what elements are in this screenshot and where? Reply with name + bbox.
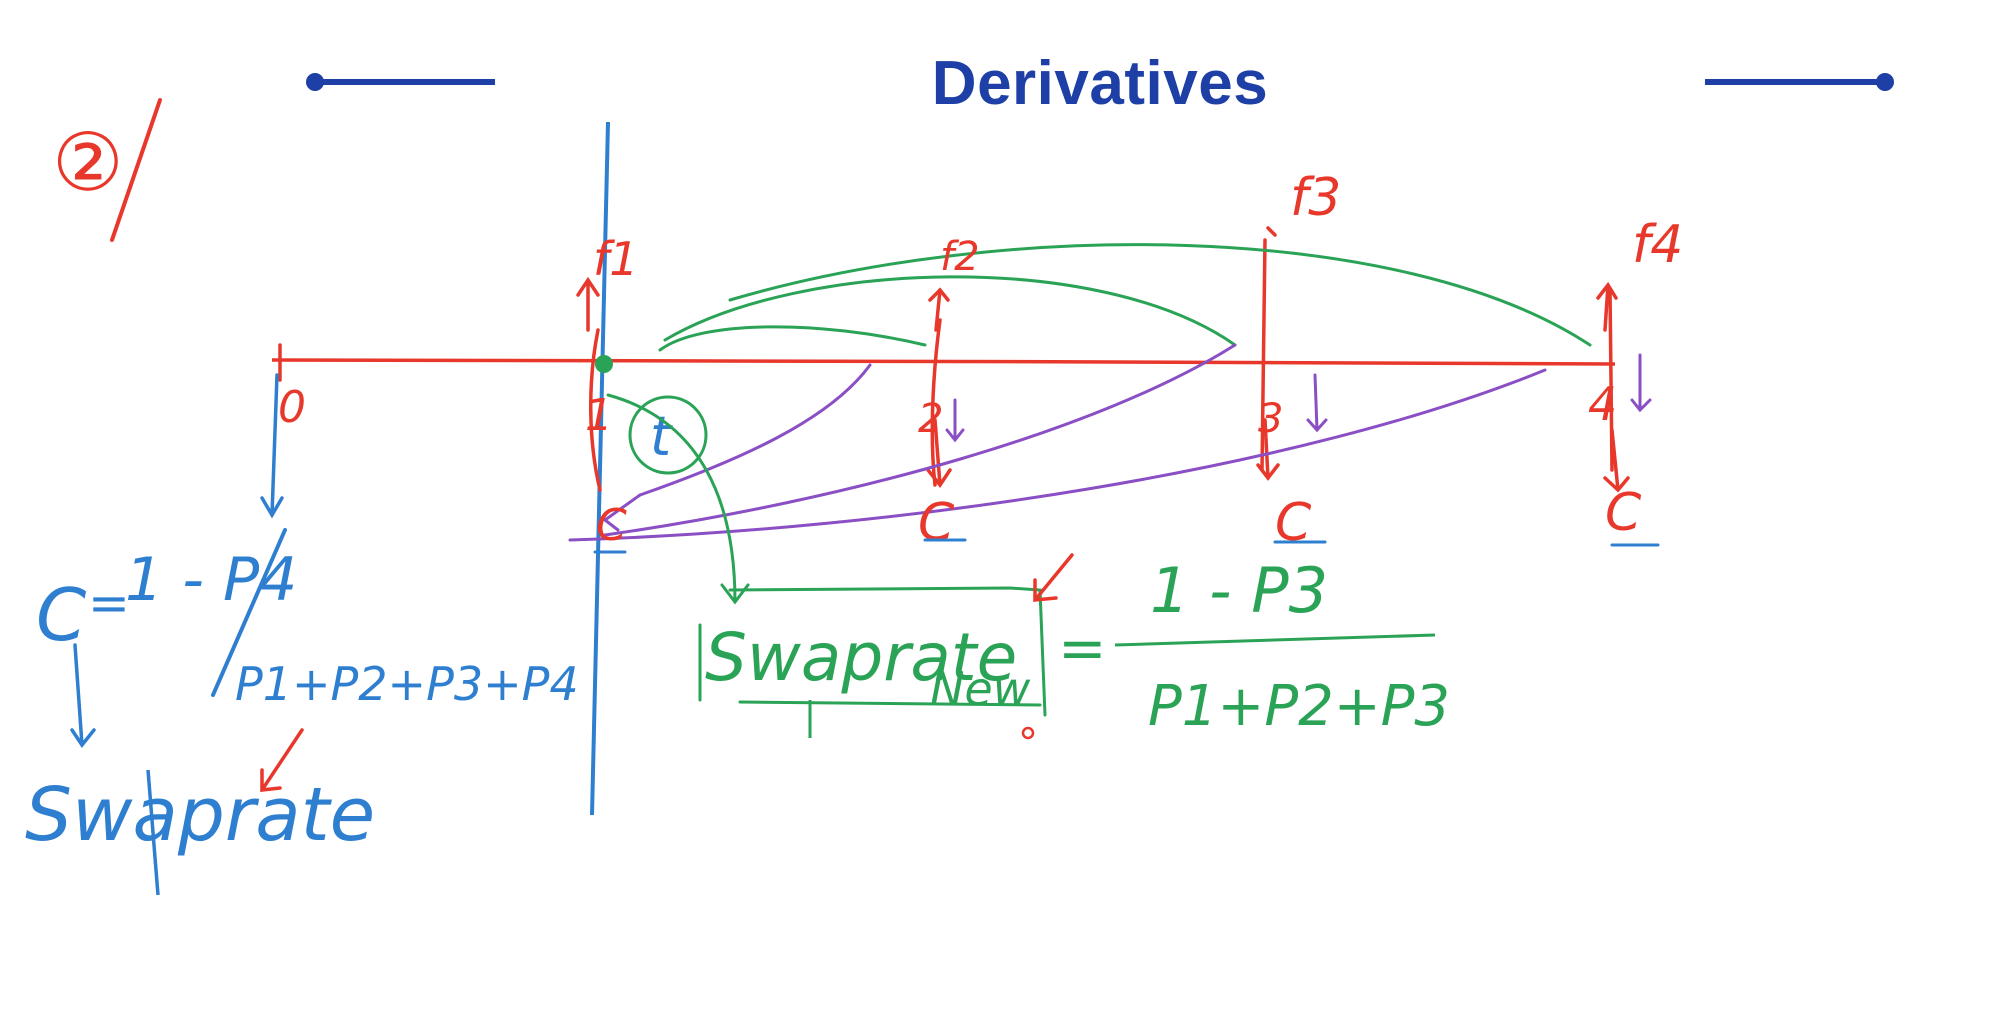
swap-rate-descender [146, 769, 160, 896]
coupon-formula-numerator: 1 - P4 [125, 545, 297, 615]
forward-label-f2: f2 [940, 234, 980, 280]
new-swap-formula: Swaprate New = 1 - P3 P1+P2+P3 [698, 553, 1450, 740]
purple-curves [568, 343, 1547, 542]
new-swap-fraction-bar [1114, 633, 1436, 647]
time-label-0: 0 [278, 382, 306, 433]
coupon-arrows [926, 418, 1630, 493]
problem-number: ② [52, 116, 124, 209]
coupon-formula-denominator: P1+P2+P3+P4 [235, 657, 579, 711]
coupon-formula-lhs: C [36, 573, 87, 657]
zero-down-arrow [260, 373, 284, 519]
time-label-4: 4 [1588, 377, 1617, 431]
new-swap-denominator: P1+P2+P3 [1148, 674, 1450, 739]
coupon-label-2: C [918, 493, 955, 553]
time-label-3: 3 [1258, 396, 1283, 442]
new-swap-equals: = [1058, 614, 1107, 682]
new-swap-red-arrow [1033, 553, 1074, 602]
coupon-formula-equals: = [88, 574, 130, 632]
purple-small-arrows [945, 353, 1652, 443]
forward-label-f3: f3 [1290, 168, 1341, 228]
title-decoration-right [1705, 73, 1894, 91]
coupon-to-swaprate-arrow [70, 643, 96, 748]
time-label-2: 2 [918, 396, 943, 442]
coupon-label-4: C [1605, 483, 1642, 543]
forward-label-f1: f1 [593, 232, 638, 286]
forward-label-f4: f4 [1632, 215, 1683, 275]
t-label: t [650, 405, 673, 468]
new-swap-numerator: 1 - P3 [1150, 554, 1328, 627]
forward-labels: f1 f2 f3 f4 [593, 168, 1683, 286]
coupon-formula: C = 1 - P4 P1+P2+P3+P4 [36, 545, 579, 711]
timeline [271, 358, 1616, 366]
new-swap-lhs: Swaprate [705, 619, 1017, 696]
forward-arrows [576, 276, 1618, 332]
problem-slash [110, 98, 162, 242]
time-label-1: 1 [585, 390, 613, 441]
title-decoration-left [306, 73, 495, 91]
coupon-formula-slash [211, 528, 287, 697]
green-arcs [658, 243, 1592, 352]
coupon-label-3: C [1275, 493, 1312, 553]
new-swap-box [698, 586, 1047, 717]
swap-rate-red-arrow [260, 728, 304, 792]
time-labels: 0 1 2 3 4 [278, 377, 1617, 442]
swap-rate-label: Swaprate [25, 772, 375, 858]
vertical-axis [590, 121, 610, 816]
slide-title: Derivatives [931, 49, 1269, 118]
new-swap-subscript: New [930, 662, 1031, 716]
t-marker: t [595, 355, 750, 605]
coupon-underlines [593, 538, 1660, 554]
coupon-label-1: C [596, 500, 627, 551]
new-swap-dot [1021, 726, 1035, 740]
coupon-labels: C C C C [596, 483, 1642, 553]
